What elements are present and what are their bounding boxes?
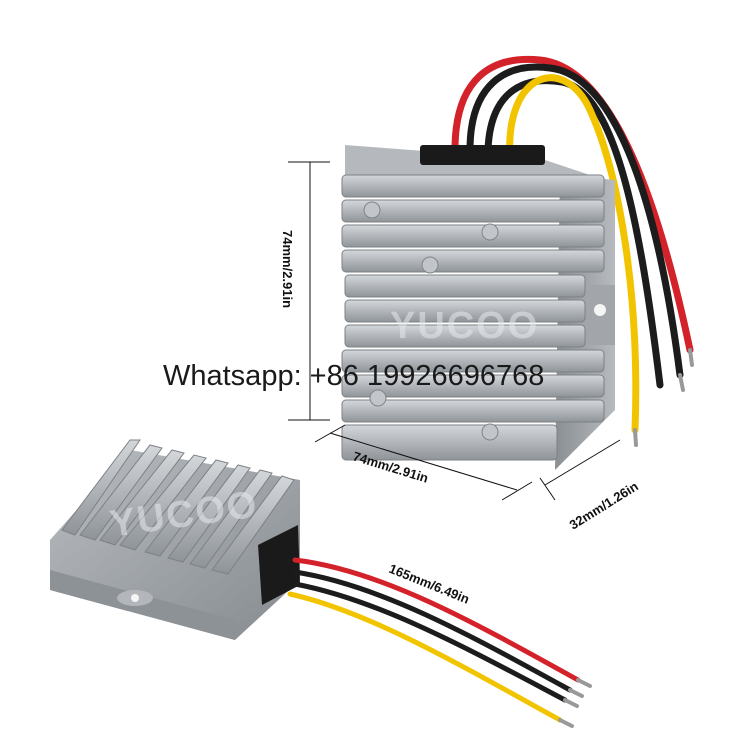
- dimension-lines: [288, 161, 621, 501]
- flat-wire-tip: [568, 688, 584, 698]
- flat-wire-black-2: [292, 581, 568, 703]
- upright-grommet: [420, 145, 545, 165]
- length-tick-left: [314, 424, 346, 443]
- dimension-height-label: 74mm/2.91in: [280, 230, 295, 308]
- upright-wire-yellow: [506, 74, 640, 434]
- upright-wire-red: [451, 55, 694, 354]
- length-line: [329, 432, 518, 491]
- upright-wire-tip: [633, 428, 638, 447]
- dimension-width-label: 32mm/1.26in: [567, 478, 641, 532]
- width-tick: [539, 477, 556, 501]
- upright-screws: [363, 201, 499, 441]
- upright-fins: [341, 174, 605, 461]
- upright-wires: [451, 55, 694, 447]
- flat-wire-tip: [563, 698, 579, 708]
- flat-wire-tip: [576, 678, 592, 688]
- width-line: [544, 439, 621, 486]
- flat-fins: [61, 439, 295, 575]
- flat-wire-yellow: [287, 591, 563, 723]
- converter-upright: YUCOO: [341, 55, 694, 470]
- upright-wire-tip: [678, 373, 685, 392]
- flat-wire-black-1: [292, 569, 573, 693]
- converter-flat: YUCOO: [50, 439, 592, 728]
- upright-wire-tip: [688, 348, 694, 367]
- mount-hole: [594, 304, 606, 316]
- flat-wires: [287, 557, 592, 728]
- flat-wire-tip: [558, 718, 574, 728]
- whatsapp-contact-text: Whatsapp: +86 19926696768: [163, 360, 545, 392]
- flat-wire-red: [292, 557, 581, 683]
- length-tick-right: [501, 481, 533, 501]
- upright-wire-black-1: [466, 63, 684, 379]
- mount-hole: [131, 594, 139, 602]
- watermark-upper: YUCOO: [390, 305, 539, 347]
- flat-grommet: [258, 525, 300, 605]
